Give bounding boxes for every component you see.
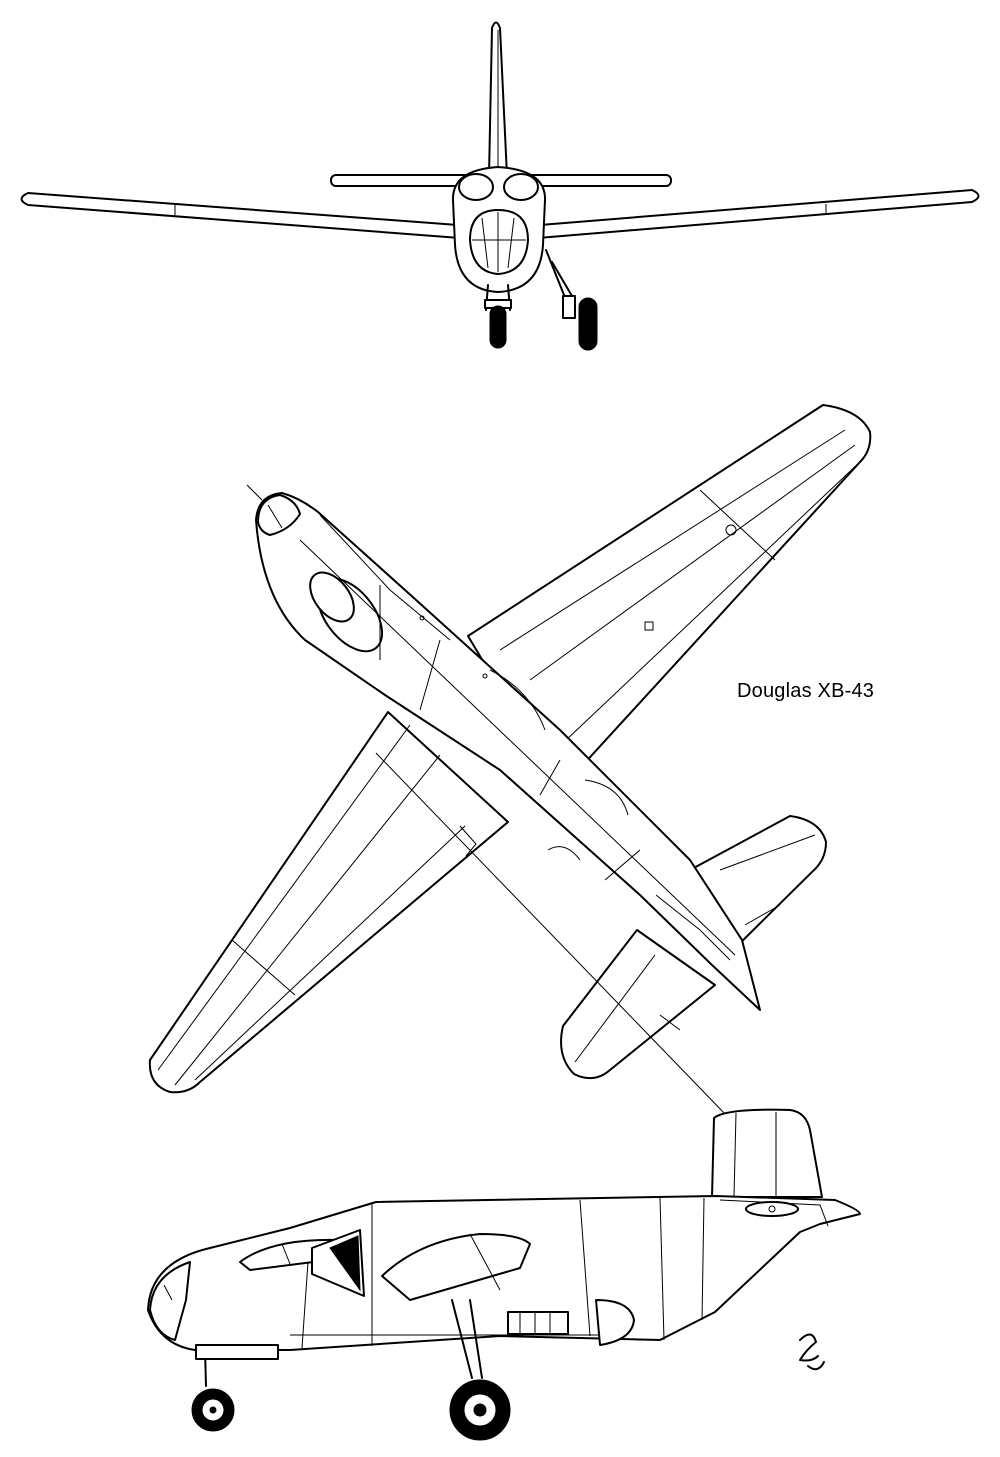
front-intake-left [458,173,494,201]
top-wing-upper [467,404,872,791]
front-intake-right [503,173,539,201]
front-main-wheel [578,297,598,351]
side-wing-fairing [381,1233,531,1301]
side-antenna-wire [375,752,727,1116]
top-fuselage [255,492,761,1011]
side-tail-fin [711,1108,823,1198]
side-view [147,752,861,1441]
front-nose-wheel [489,305,507,349]
side-bomb-bay [507,1311,569,1335]
front-wing-left [20,192,461,239]
artist-signature [799,1333,825,1371]
side-engine-bay [595,1299,635,1346]
front-view [20,21,980,351]
front-nose-glazing [469,209,529,275]
side-nose-glazing [149,1261,191,1341]
top-canopy-front [309,571,355,623]
front-wing-right [537,189,980,239]
aircraft-title: Douglas XB-43 [737,680,875,702]
top-view [148,404,872,1094]
top-tailplane-lower [560,929,716,1080]
top-wing-lower [148,711,509,1094]
side-tailplane-root [745,1201,799,1217]
